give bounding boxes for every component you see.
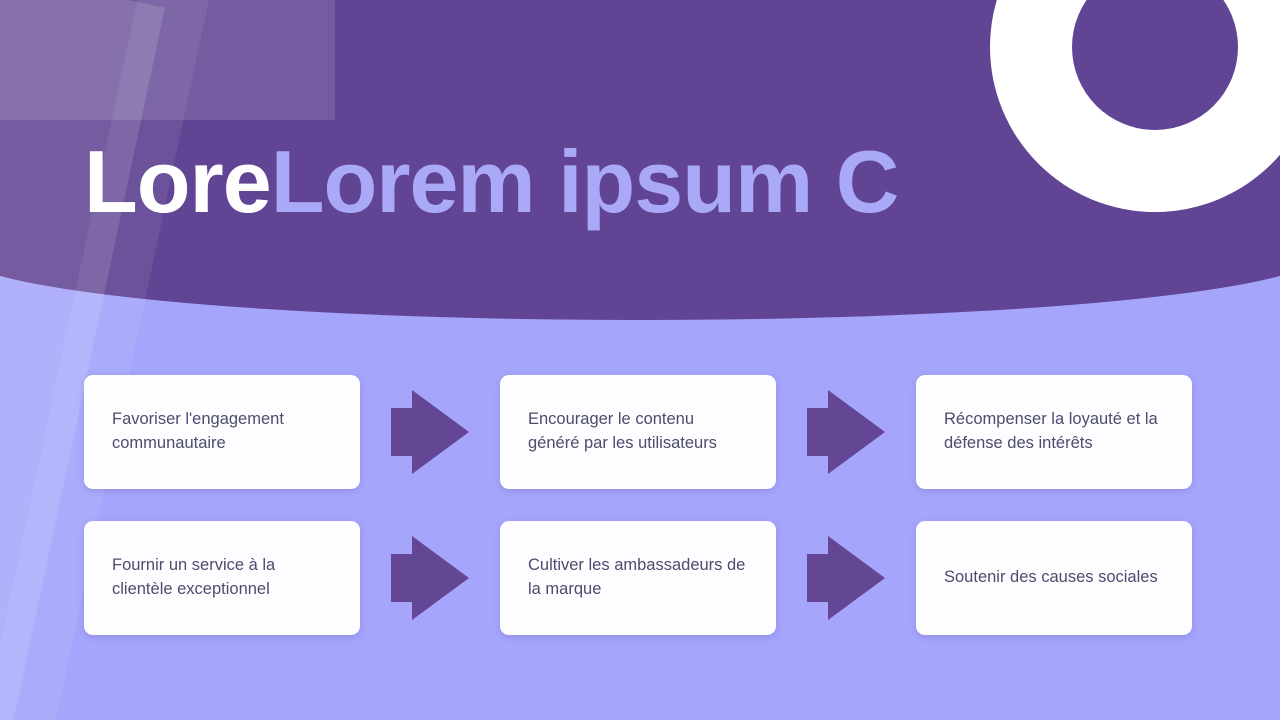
process-card-label: Encourager le contenu généré par les uti… [528,410,717,452]
process-card[interactable]: Encourager le contenu généré par les uti… [500,375,776,489]
arrow-connector [360,386,500,478]
page-title: LoreLorem ipsum C [84,135,899,228]
decorative-ring-hole [1072,0,1238,130]
arrow-right-icon [391,390,469,474]
process-card-label: Favoriser l'engagement communautaire [112,410,284,452]
arrow-connector [360,532,500,624]
process-card[interactable]: Favoriser l'engagement communautaire [84,375,360,489]
process-card-label: Soutenir des causes sociales [944,568,1158,587]
arrow-connector [776,386,916,478]
process-card[interactable]: Fournir un service à la clientèle except… [84,521,360,635]
title-soft-part: Lorem ipsum C [270,132,900,231]
arrow-right-icon [391,536,469,620]
arrow-right-icon [807,390,885,474]
process-row: Fournir un service à la clientèle except… [84,521,1196,635]
arrow-connector [776,532,916,624]
process-card-label: Fournir un service à la clientèle except… [112,556,276,598]
process-grid: Favoriser l'engagement communautaire Enc… [84,375,1196,635]
title-strong-part: Lore [84,132,272,231]
process-card[interactable]: Récompenser la loyauté et la défense des… [916,375,1192,489]
process-card-label: Cultiver les ambassadeurs de la marque [528,556,746,598]
process-row: Favoriser l'engagement communautaire Enc… [84,375,1196,489]
process-card[interactable]: Cultiver les ambassadeurs de la marque [500,521,776,635]
arrow-right-icon [807,536,885,620]
process-card-label: Récompenser la loyauté et la défense des… [944,410,1158,452]
process-card[interactable]: Soutenir des causes sociales [916,521,1192,635]
header-tint-rectangle [0,0,335,120]
decorative-ring-icon [990,0,1280,212]
